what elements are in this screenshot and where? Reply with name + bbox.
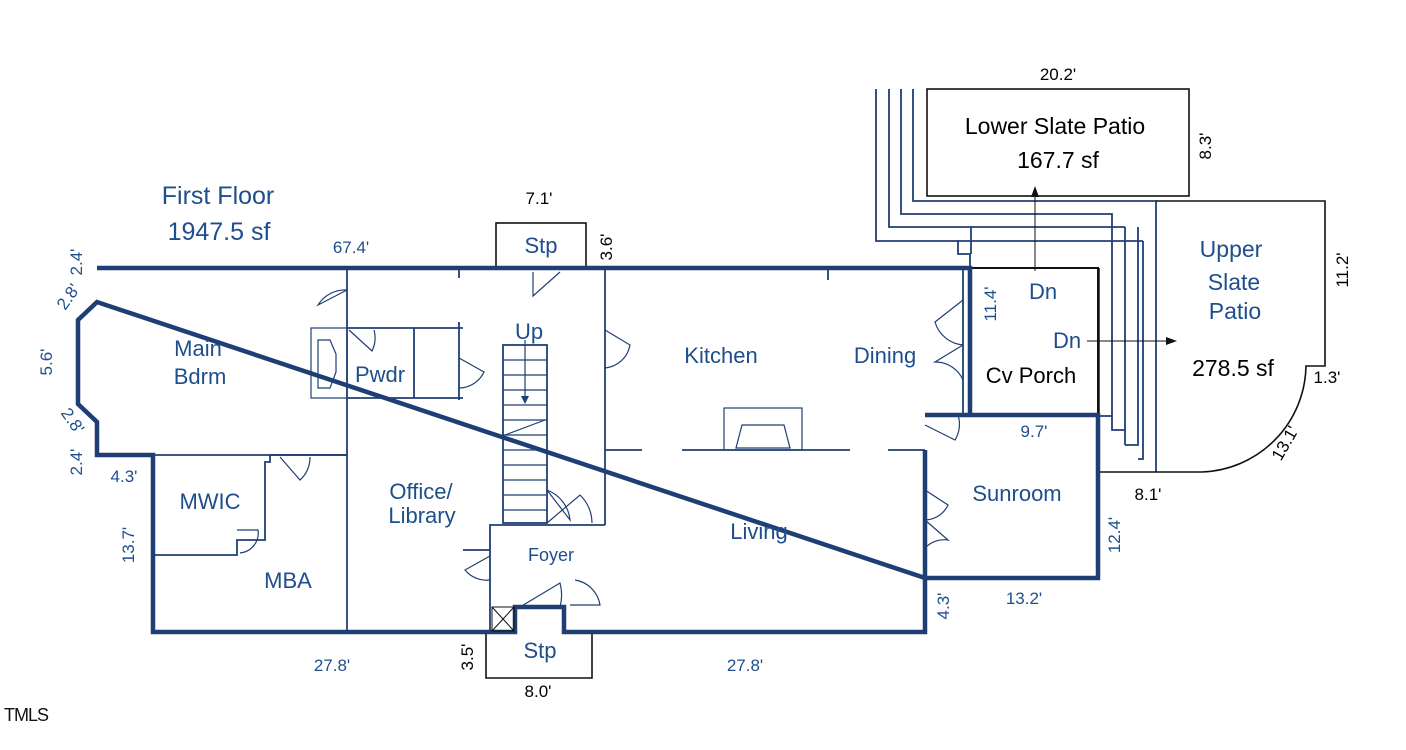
- dim-sunroom-bottom: 13.2': [1006, 589, 1042, 608]
- dn-label-porch: Dn: [1029, 279, 1057, 304]
- interior-walls: [153, 268, 964, 632]
- dim-stp-bottom-width: 8.0': [525, 682, 552, 701]
- dim-bay-side: 5.6': [37, 349, 56, 376]
- room-foyer: Foyer: [528, 545, 574, 565]
- doors: [237, 271, 964, 608]
- dim-lower-width: 20.2': [1040, 65, 1076, 84]
- lower-patio-name: Lower Slate Patio: [965, 113, 1145, 139]
- room-mwic: MWIC: [179, 489, 240, 514]
- dim-sunroom-step: 4.3': [934, 593, 953, 620]
- room-dining: Dining: [854, 343, 916, 368]
- room-main-bdrm-line1: Main: [174, 336, 222, 361]
- floor-area: 1947.5 sf: [168, 218, 271, 246]
- room-office-line2: Library: [388, 503, 455, 528]
- lower-slate-patio: [926, 88, 1190, 197]
- dim-lower-depth: 8.3': [1196, 133, 1215, 160]
- dim-upper-arc: 13.1': [1268, 423, 1303, 464]
- room-sunroom: Sunroom: [972, 481, 1061, 506]
- dim-stp-top-width: 7.1': [526, 189, 553, 208]
- staircase: [502, 340, 548, 524]
- upper-slate-patio: [1097, 200, 1326, 473]
- dim-stp-top-depth: 3.6': [597, 234, 616, 261]
- cv-porch-label: Cv Porch: [986, 363, 1076, 388]
- floor-name: First Floor: [162, 182, 275, 210]
- room-office-line1: Office/: [389, 479, 453, 504]
- room-main-bdrm-line2: Bdrm: [174, 364, 227, 389]
- upper-patio-name-line3: Patio: [1209, 298, 1261, 324]
- dn-label-patio: Dn: [1053, 328, 1081, 353]
- room-pwdr: Pwdr: [355, 362, 405, 387]
- tmls-watermark: TMLS: [4, 705, 49, 725]
- dim-bottom-right: 27.8': [727, 656, 763, 675]
- stp-bottom-box: [485, 633, 593, 679]
- room-kitchen: Kitchen: [684, 343, 757, 368]
- dim-bay-bottom: 2.4': [67, 449, 86, 476]
- dim-sunroom-side: 12.4': [1105, 517, 1124, 553]
- dim-upper-bottom: 8.1': [1135, 485, 1162, 504]
- dim-mwic-width: 4.3': [111, 467, 138, 486]
- dim-upper-step: 1.3': [1314, 368, 1341, 387]
- room-mba: MBA: [264, 568, 312, 593]
- stp-bottom-label: Stp: [523, 638, 556, 663]
- dim-mba-side: 13.7': [119, 527, 138, 563]
- room-living: Living: [730, 519, 787, 544]
- lower-patio-area: 167.7 sf: [1017, 147, 1099, 173]
- dim-porch-width: 9.7': [1021, 422, 1048, 441]
- upper-patio-area: 278.5 sf: [1192, 355, 1274, 381]
- dim-stp-bottom-depth: 3.5': [458, 644, 477, 671]
- exterior-wall: [75, 265, 1101, 635]
- upper-patio-name-line1: Upper: [1200, 236, 1263, 262]
- dim-bottom-left: 27.8': [314, 656, 350, 675]
- entry-threshold: [491, 606, 515, 632]
- dim-porch-side: 11.4': [981, 286, 1000, 321]
- dn-arrows: [1031, 186, 1177, 345]
- stp-top-label: Stp: [524, 233, 557, 258]
- upper-patio-name-line2: Slate: [1208, 269, 1260, 295]
- dim-bay-top: 2.4': [67, 249, 86, 276]
- dim-top-wall: 67.4': [333, 238, 369, 257]
- dim-upper-side: 11.2': [1333, 252, 1352, 287]
- dim-bay-diag-top: 2.8': [53, 280, 84, 313]
- stair-up-label: Up: [515, 319, 543, 344]
